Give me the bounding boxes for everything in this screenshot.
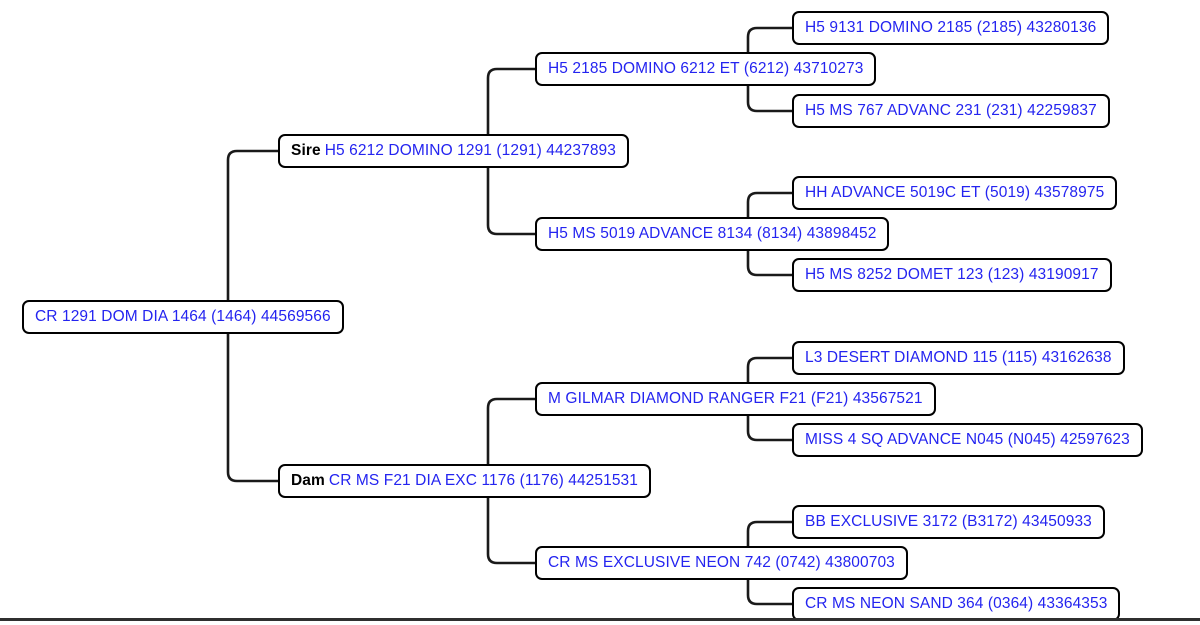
node-root[interactable]: CR 1291 DOM DIA 1464 (1464) 44569566 [22,300,344,334]
node-dam-sire[interactable]: M GILMAR DIAMOND RANGER F21 (F21) 435675… [535,382,936,416]
node-sire-sire-dam[interactable]: H5 MS 767 ADVANC 231 (231) 42259837 [792,94,1110,128]
node-dam-dam-dam[interactable]: CR MS NEON SAND 364 (0364) 43364353 [792,587,1121,621]
node-sire-sire-sire[interactable]: H5 9131 DOMINO 2185 (2185) 43280136 [792,11,1110,45]
node-root-name: CR 1291 DOM DIA 1464 (1464) 44569566 [35,308,331,325]
node-sire-dam-sire[interactable]: HH ADVANCE 5019C ET (5019) 43578975 [792,176,1118,210]
node-sire-dam-sire-name: HH ADVANCE 5019C ET (5019) 43578975 [805,184,1105,201]
node-dam-dam[interactable]: CR MS EXCLUSIVE NEON 742 (0742) 43800703 [535,546,908,580]
node-dam-sire-dam[interactable]: MISS 4 SQ ADVANCE N045 (N045) 42597623 [792,423,1143,457]
node-dam-sire-sire-name: L3 DESERT DIAMOND 115 (115) 43162638 [805,349,1112,366]
node-dam-sire-name: M GILMAR DIAMOND RANGER F21 (F21) 435675… [548,390,923,407]
node-sire-name: H5 6212 DOMINO 1291 (1291) 44237893 [324,142,616,159]
connector-root-to-dam [175,315,278,483]
node-sire-dam[interactable]: H5 MS 5019 ADVANCE 8134 (8134) 43898452 [535,217,890,251]
node-dam-sire-sire[interactable]: L3 DESERT DIAMOND 115 (115) 43162638 [792,341,1125,375]
node-sire-sire-sire-name: H5 9131 DOMINO 2185 (2185) 43280136 [805,19,1097,36]
node-sire-dam-dam-name: H5 MS 8252 DOMET 123 (123) 43190917 [805,266,1099,283]
node-dam-dam-sire[interactable]: BB EXCLUSIVE 3172 (B3172) 43450933 [792,505,1105,539]
node-sire-dam-name: H5 MS 5019 ADVANCE 8134 (8134) 43898452 [548,225,877,242]
node-dam-sire-dam-name: MISS 4 SQ ADVANCE N045 (N045) 42597623 [805,431,1130,448]
node-sire-role: Sire [291,142,321,159]
node-dam-name: CR MS F21 DIA EXC 1176 (1176) 44251531 [328,472,638,489]
node-sire-sire-name: H5 2185 DOMINO 6212 ET (6212) 43710273 [548,60,864,77]
node-sire-sire[interactable]: H5 2185 DOMINO 6212 ET (6212) 43710273 [535,52,877,86]
node-dam-role: Dam [291,472,325,489]
node-sire-sire-dam-name: H5 MS 767 ADVANC 231 (231) 42259837 [805,102,1097,119]
connector-root-to-sire [175,149,278,319]
node-dam-dam-name: CR MS EXCLUSIVE NEON 742 (0742) 43800703 [548,554,895,571]
bottom-divider [0,618,1200,621]
node-dam-dam-sire-name: BB EXCLUSIVE 3172 (B3172) 43450933 [805,513,1092,530]
node-sire-dam-dam[interactable]: H5 MS 8252 DOMET 123 (123) 43190917 [792,258,1112,292]
node-dam-dam-dam-name: CR MS NEON SAND 364 (0364) 43364353 [805,595,1108,612]
